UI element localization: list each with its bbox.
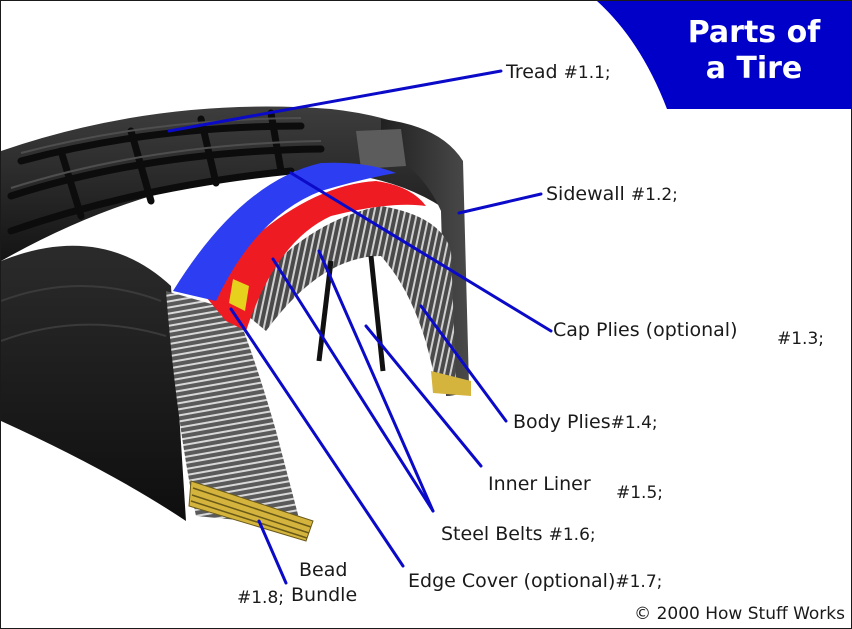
label-cap-plies-code: #1.3;	[777, 329, 825, 349]
label-sidewall-code: #1.2;	[630, 185, 678, 205]
label-sidewall-name: Sidewall	[546, 183, 625, 205]
title-line-2: a Tire	[705, 51, 803, 86]
label-inner-liner-code: #1.5;	[616, 483, 664, 503]
steel-belts-shape	[201, 181, 426, 331]
leader-body-plies	[419, 304, 508, 423]
leader-bead-bundle	[257, 519, 288, 585]
tread-band	[1, 106, 461, 261]
label-bead-line-2: Bundle	[291, 584, 358, 606]
diagram-title: Parts of a Tire	[669, 15, 839, 87]
leader-edge-cover	[229, 307, 405, 568]
leader-lines	[167, 69, 553, 585]
label-tread: Tread #1.1;	[506, 63, 611, 82]
label-cap-plies: Cap Plies (optional)	[553, 321, 737, 340]
label-steel-belts: Steel Belts #1.6;	[441, 525, 596, 544]
label-sidewall: Sidewall #1.2;	[546, 185, 678, 204]
tread-grooves	[7, 109, 325, 235]
body-ply-section	[166, 291, 301, 526]
title-panel	[597, 1, 851, 109]
label-cap-plies-name: Cap Plies (optional)	[553, 319, 738, 341]
label-edge-cover: Edge Cover (optional)#1.7;	[408, 572, 662, 591]
label-tread-name: Tread	[506, 61, 558, 83]
leader-inner-liner	[364, 324, 483, 468]
label-inner-liner: Inner Liner	[488, 475, 591, 494]
label-body-plies-code: #1.4;	[610, 413, 658, 433]
label-steel-belts-name: Steel Belts	[441, 523, 543, 545]
body-plies-shape	[236, 206, 456, 386]
label-tread-code: #1.1;	[563, 63, 611, 83]
label-body-plies-name: Body Plies	[513, 411, 611, 433]
label-body-plies: Body Plies#1.4;	[513, 413, 658, 432]
label-edge-cover-name: Edge Cover (optional)	[408, 570, 616, 592]
leader-cap-plies	[289, 171, 553, 333]
label-bead-line-1: Bead	[299, 559, 348, 581]
label-steel-belts-code: #1.6;	[548, 525, 596, 545]
leader-steel-belts-2	[271, 257, 435, 513]
label-edge-cover-code: #1.7;	[615, 572, 663, 592]
label-bead-bundle-code: #1.8;	[237, 588, 285, 608]
cap-plies-shape	[173, 162, 396, 301]
leader-steel-belts-1	[317, 249, 435, 513]
edge-cover-shape	[229, 279, 249, 311]
title-line-1: Parts of	[687, 15, 821, 50]
label-inner-liner-name: Inner Liner	[488, 473, 591, 495]
leader-sidewall	[457, 192, 543, 215]
leader-tread	[167, 69, 503, 133]
copyright-notice: © 2000 How Stuff Works	[634, 604, 845, 624]
bead-bundle-shape	[188, 480, 314, 542]
lower-sidewall	[1, 245, 186, 521]
